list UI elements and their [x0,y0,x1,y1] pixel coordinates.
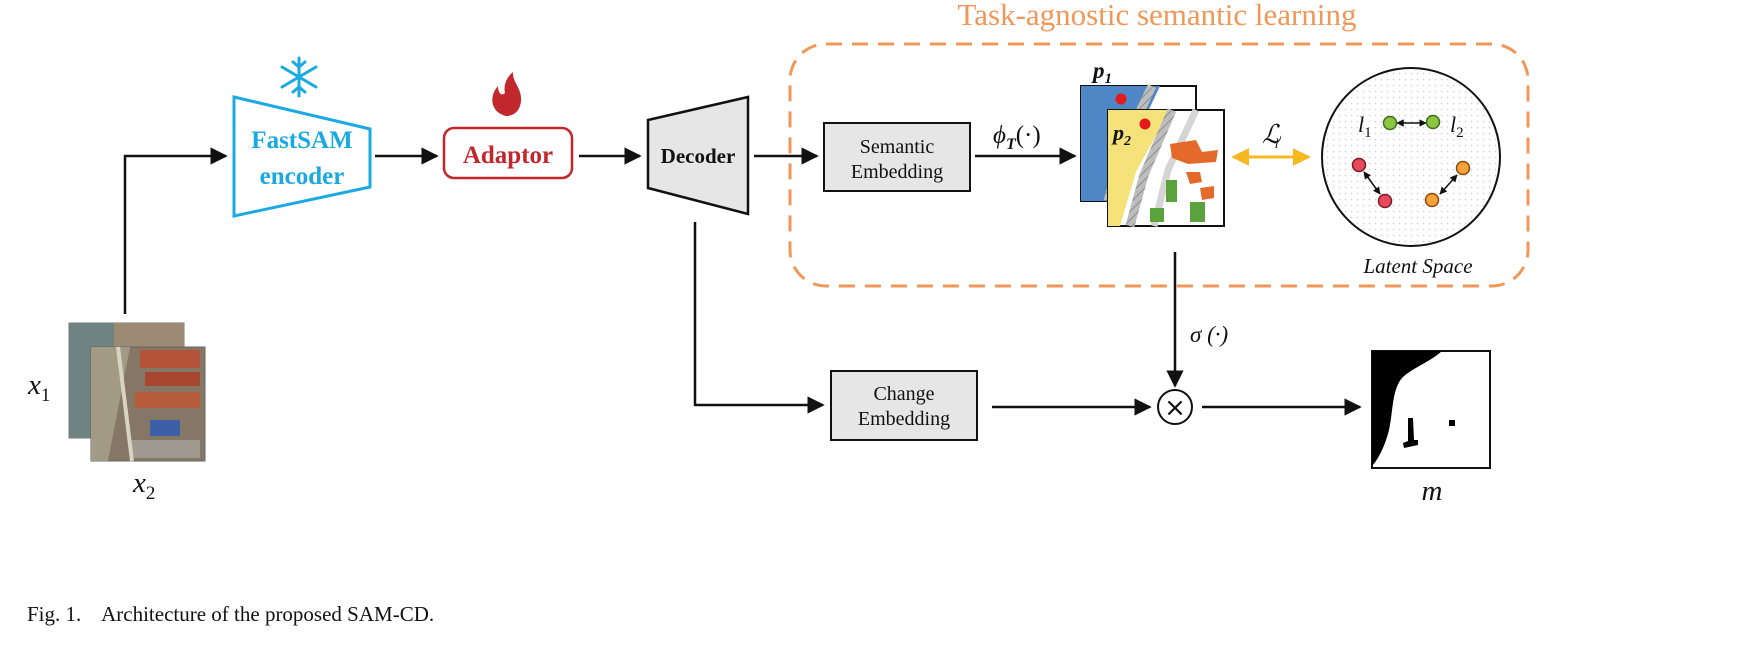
semantic-learning-group-title: Task-agnostic semantic learning [958,0,1357,32]
flame-icon [492,72,522,116]
adaptor-box [442,126,574,180]
sigma-label: σ (·) [1190,322,1228,347]
change-embedding-line1: Change [873,383,934,405]
fastsam-encoder-label-line1: FastSAM [251,127,352,154]
latent-red-dot-2 [1377,193,1393,209]
latent-l2-label: l2 [1450,112,1464,141]
change-embedding-line2: Embedding [858,408,950,430]
latent-green-dot-1 [1382,115,1398,131]
latent-space [1321,67,1501,247]
multiply-symbol: × [1164,393,1186,423]
output-label: m [1422,475,1443,507]
semantic-embedding-line2: Embedding [851,161,943,183]
semantic-map-p1-label: p1 [1091,58,1112,87]
latent-red-dot-1 [1351,157,1367,173]
snowflake-icon [280,56,318,98]
multiply-node [1157,389,1193,425]
change-embedding-box [830,370,978,441]
semantic-map-p2-label: p2 [1111,120,1131,149]
semantic-map-p2 [1107,108,1225,228]
input-x2-label: x2 [132,467,155,504]
latent-orange-dot-1 [1455,160,1471,176]
latent-green-dot-2 [1425,114,1441,130]
fastsam-encoder-label-line2: encoder [260,163,345,190]
decoder-label: Decoder [661,144,736,168]
fastsam-encoder [232,95,372,218]
arrow-images-to-encoder [123,147,228,314]
latent-red-link [1363,171,1381,195]
input-x1-label: x1 [27,369,50,406]
figure-caption: Fig. 1. Architecture of the proposed SAM… [27,602,435,626]
loss-label: ℒl [1262,120,1282,152]
latent-orange-link [1439,174,1458,195]
semantic-learning-group [788,42,1530,288]
adaptor-label: Adaptor [463,142,553,169]
latent-l1-label: l1 [1358,112,1372,141]
semantic-embedding-box [823,122,971,192]
phi-label: ϕT(·) [993,122,1041,153]
latent-orange-dot-2 [1424,192,1440,208]
semantic-embedding-line1: Semantic [860,136,935,158]
arrow-decoder-to-change [693,222,825,414]
latent-space-label: Latent Space [1362,254,1472,278]
decoder [646,95,750,216]
output-change-map [1371,350,1491,469]
input-image-x2 [90,346,206,462]
